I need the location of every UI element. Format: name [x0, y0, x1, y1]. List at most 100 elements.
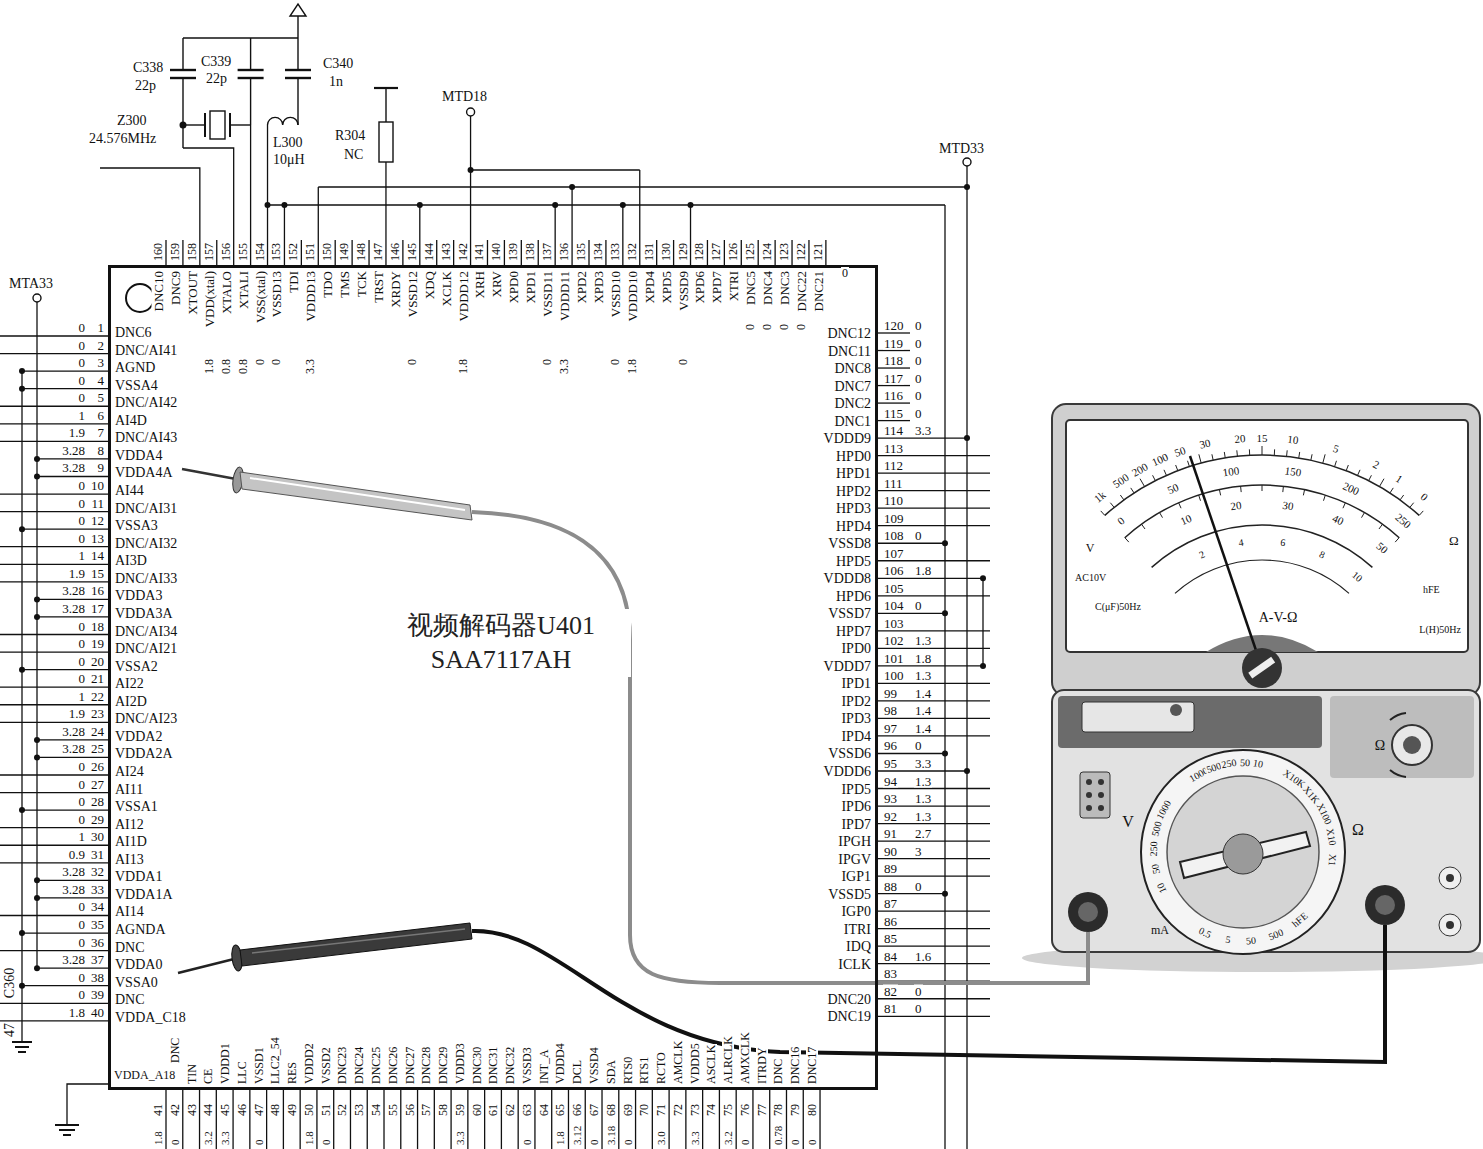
pin-number: 14	[90, 549, 105, 562]
pin-name: HPD7	[835, 625, 872, 639]
pin-name: DNC30	[471, 1046, 483, 1085]
scale-tick	[1249, 449, 1250, 455]
pin-name: ALRCLK	[722, 1035, 734, 1085]
selector-label: 50	[1238, 758, 1250, 768]
pin-name: XPD1	[524, 270, 537, 305]
pin-voltage: 0	[744, 323, 756, 331]
pin-number: 126	[727, 242, 739, 262]
wire	[0, 581, 108, 582]
pin-number: 119	[883, 336, 904, 349]
pin-name: VSSA2	[114, 660, 159, 674]
pin-voltage: 1.9	[68, 426, 86, 439]
pin-number: 80	[806, 1103, 818, 1117]
meter-scale: 150	[1283, 465, 1303, 478]
multimeter	[1066, 420, 1468, 652]
pin-voltage: 1	[78, 689, 87, 702]
wire	[878, 490, 990, 491]
pin-number: 27	[90, 777, 105, 790]
selector-label: 500	[1267, 927, 1287, 943]
pin-name: DNC2	[833, 397, 872, 411]
pin-name: AI12	[114, 818, 145, 832]
pin-number: 15	[90, 566, 105, 579]
wire	[22, 370, 108, 371]
wire	[0, 546, 108, 547]
pin-number: 60	[471, 1103, 483, 1117]
wire	[453, 240, 454, 265]
selector-label: Ω	[1374, 739, 1386, 753]
wire	[37, 757, 108, 758]
wire	[719, 1090, 720, 1149]
pin-number: 44	[202, 1103, 214, 1117]
pin-voltage: 0	[78, 970, 87, 983]
multimeter	[1392, 725, 1432, 765]
pin-number: 139	[507, 242, 519, 262]
wire	[501, 1090, 502, 1149]
meter-scale: 8	[1317, 549, 1327, 561]
meter-scale: 20	[1229, 499, 1243, 512]
wire	[878, 543, 945, 544]
wire	[878, 893, 945, 894]
pin-number: 90	[883, 844, 898, 857]
wire	[618, 1090, 619, 1149]
selector-label: Ω	[1351, 822, 1365, 838]
pin-number: 137	[541, 242, 553, 262]
wire	[59, 1129, 75, 1131]
pin-name: VSSD12	[405, 270, 418, 318]
pin-name: DNC20	[826, 993, 872, 1007]
pin-number: 11	[90, 496, 105, 509]
wire	[878, 858, 990, 859]
pin-name: XRV	[490, 270, 503, 298]
pin-number: 50	[303, 1103, 315, 1117]
pin-number: 36	[90, 935, 105, 948]
pin-number: 37	[90, 953, 105, 966]
pin-number: 56	[404, 1103, 416, 1117]
pin-name: VDDA4A	[114, 466, 174, 480]
pin-voltage: 1.4	[914, 704, 932, 717]
pin-number: 147	[372, 242, 384, 262]
pin-voltage: 0	[739, 1139, 750, 1147]
meter-scale: 50	[1172, 444, 1188, 459]
pin-number: 63	[521, 1103, 533, 1117]
meter-scale: 1k	[1092, 489, 1109, 506]
wire	[878, 928, 990, 929]
meter-scale: 250	[1393, 511, 1414, 531]
pin-number: 22	[90, 689, 105, 702]
wire	[878, 963, 990, 964]
wire	[182, 1090, 183, 1149]
pin-number: 128	[693, 242, 705, 262]
wire	[769, 1090, 770, 1149]
component-label: C340	[322, 57, 354, 71]
pin-name: VDDA3	[114, 589, 163, 603]
pin-name: ASCLK	[705, 1044, 717, 1085]
wire	[22, 985, 108, 986]
pin-name: DNC6	[114, 326, 153, 340]
pin-number: 17	[90, 601, 105, 614]
pin-name: XRDY	[388, 270, 401, 309]
pin-name: IPD4	[840, 730, 872, 744]
scale-tick	[1188, 461, 1190, 467]
pin-voltage: 0	[790, 1139, 801, 1147]
pin-number: 100	[883, 669, 905, 682]
pin-voltage: 0	[78, 935, 87, 948]
wire	[36, 302, 37, 968]
pin-voltage: 0	[78, 637, 87, 650]
wire	[233, 240, 234, 265]
pin-number: 135	[575, 242, 587, 262]
scale-tick	[1199, 495, 1201, 501]
crystal-circuit	[182, 78, 183, 148]
wire	[878, 1016, 990, 1017]
wire	[966, 166, 967, 1149]
pin-number: 152	[287, 242, 299, 262]
pin-voltage: 0	[406, 358, 418, 366]
meter-scale: 2	[1371, 459, 1383, 472]
pin-number: 64	[538, 1103, 550, 1117]
scale-tick	[1262, 485, 1263, 491]
wire	[419, 205, 420, 240]
pin-number: 110	[883, 494, 904, 507]
wire	[100, 168, 200, 240]
multimeter	[1080, 772, 1110, 818]
wire	[22, 529, 108, 530]
pin-name: ITRDY	[756, 1046, 768, 1085]
pin-number: 93	[883, 792, 898, 805]
pin-number: 79	[789, 1103, 801, 1117]
